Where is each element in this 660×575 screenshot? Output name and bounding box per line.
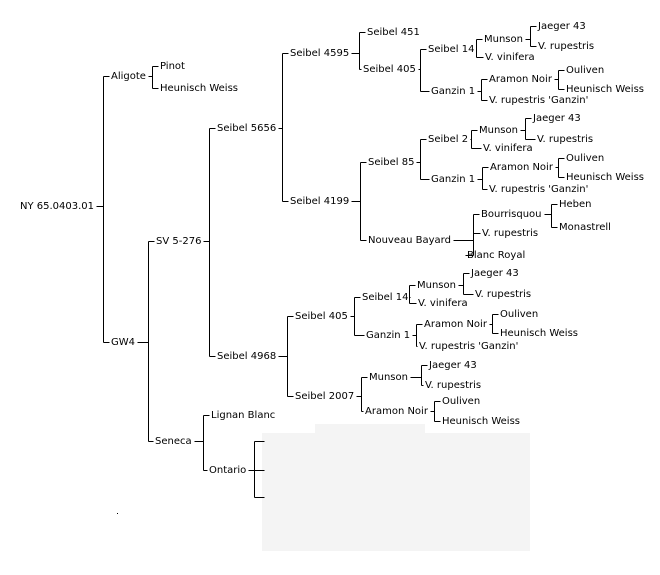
node-seibel-2007: Seibel 2007 [295, 391, 354, 402]
node-munson: Munson [369, 372, 408, 383]
node-heunisch-weiss: Heunisch Weiss [566, 172, 644, 183]
node-ontario: Ontario [209, 465, 246, 476]
node-seibel-451: Seibel 451 [367, 27, 420, 38]
node-jaeger-43: Jaeger 43 [537, 21, 586, 32]
node-aramon-noir: Aramon Noir [424, 319, 488, 330]
node-seibel-4595: Seibel 4595 [290, 48, 349, 59]
node-heunisch-weiss: Heunisch Weiss [160, 83, 238, 94]
node-v-vinifera: V. vinifera [418, 298, 468, 309]
node-v-rupestris-ganzin: V. rupestris 'Ganzin' [419, 341, 518, 352]
node-seibel-4968: Seibel 4968 [217, 351, 276, 362]
node-seibel-405: Seibel 405 [363, 64, 416, 75]
node-v-rupestris: V. rupestris [538, 41, 594, 52]
node-v-rupestris: V. rupestris [475, 289, 531, 300]
node-nouveau-bayard: Nouveau Bayard [368, 235, 451, 246]
node-v-rupestris-ganzin: V. rupestris 'Ganzin' [489, 184, 588, 195]
node-aramon-noir: Aramon Noir [490, 162, 554, 173]
node-ganzin-1: Ganzin 1 [431, 86, 475, 97]
node-ouliven: Ouliven [442, 396, 480, 407]
node-ouliven: Ouliven [566, 153, 604, 164]
node-ny-65-0403-01: NY 65.0403.01 [20, 201, 94, 212]
node-seibel-85: Seibel 85 [368, 157, 414, 168]
node-seibel-2: Seibel 2 [428, 134, 468, 145]
blank-panel [262, 433, 530, 551]
node-heunisch-weiss: Heunisch Weiss [566, 84, 644, 95]
node-heunisch-weiss: Heunisch Weiss [442, 416, 520, 427]
node-munson: Munson [479, 125, 518, 136]
node-sv-5-276: SV 5-276 [156, 236, 201, 247]
node-seibel-405: Seibel 405 [295, 311, 348, 322]
node-v-vinifera: V. vinifera [485, 52, 535, 63]
node-jaeger-43: Jaeger 43 [470, 268, 519, 279]
node-v-rupestris: V. rupestris [425, 380, 481, 391]
node-gw4: GW4 [111, 337, 135, 348]
node-v-rupestris-ganzin: V. rupestris 'Ganzin' [489, 95, 588, 106]
node-munson: Munson [484, 34, 523, 45]
node-seibel-4199: Seibel 4199 [290, 196, 349, 207]
node-munson: Munson [417, 280, 456, 291]
node-heunisch-weiss: Heunisch Weiss [500, 328, 578, 339]
node-ganzin-1: Ganzin 1 [431, 174, 475, 185]
node-ouliven: Ouliven [566, 65, 604, 76]
node-seibel-14: Seibel 14 [428, 44, 474, 55]
node-v-rupestris: V. rupestris [482, 228, 538, 239]
stray-dot [117, 513, 118, 514]
node-aligote: Aligote [111, 71, 146, 82]
node-aramon-noir: Aramon Noir [365, 406, 429, 417]
node-blanc-royal: Blanc Royal [467, 250, 525, 261]
node-bourrisquou: Bourrisquou [481, 209, 542, 220]
node-jaeger-43: Jaeger 43 [532, 113, 581, 124]
node-pinot: Pinot [160, 61, 185, 72]
node-seibel-14: Seibel 14 [362, 292, 408, 303]
node-seibel-5656: Seibel 5656 [217, 123, 276, 134]
node-seneca: Seneca [155, 436, 192, 447]
node-v-vinifera: V. vinifera [483, 143, 533, 154]
node-heben: Heben [559, 199, 592, 210]
node-aramon-noir: Aramon Noir [489, 74, 553, 85]
blank-panel-notch [315, 424, 425, 434]
tree-connectors [96, 26, 565, 498]
node-v-rupestris: V. rupestris [537, 134, 593, 145]
node-ganzin-1: Ganzin 1 [366, 330, 410, 341]
node-monastrell: Monastrell [559, 222, 611, 233]
node-ouliven: Ouliven [500, 309, 538, 320]
node-jaeger-43: Jaeger 43 [428, 360, 477, 371]
node-lignan-blanc: Lignan Blanc [211, 410, 275, 421]
